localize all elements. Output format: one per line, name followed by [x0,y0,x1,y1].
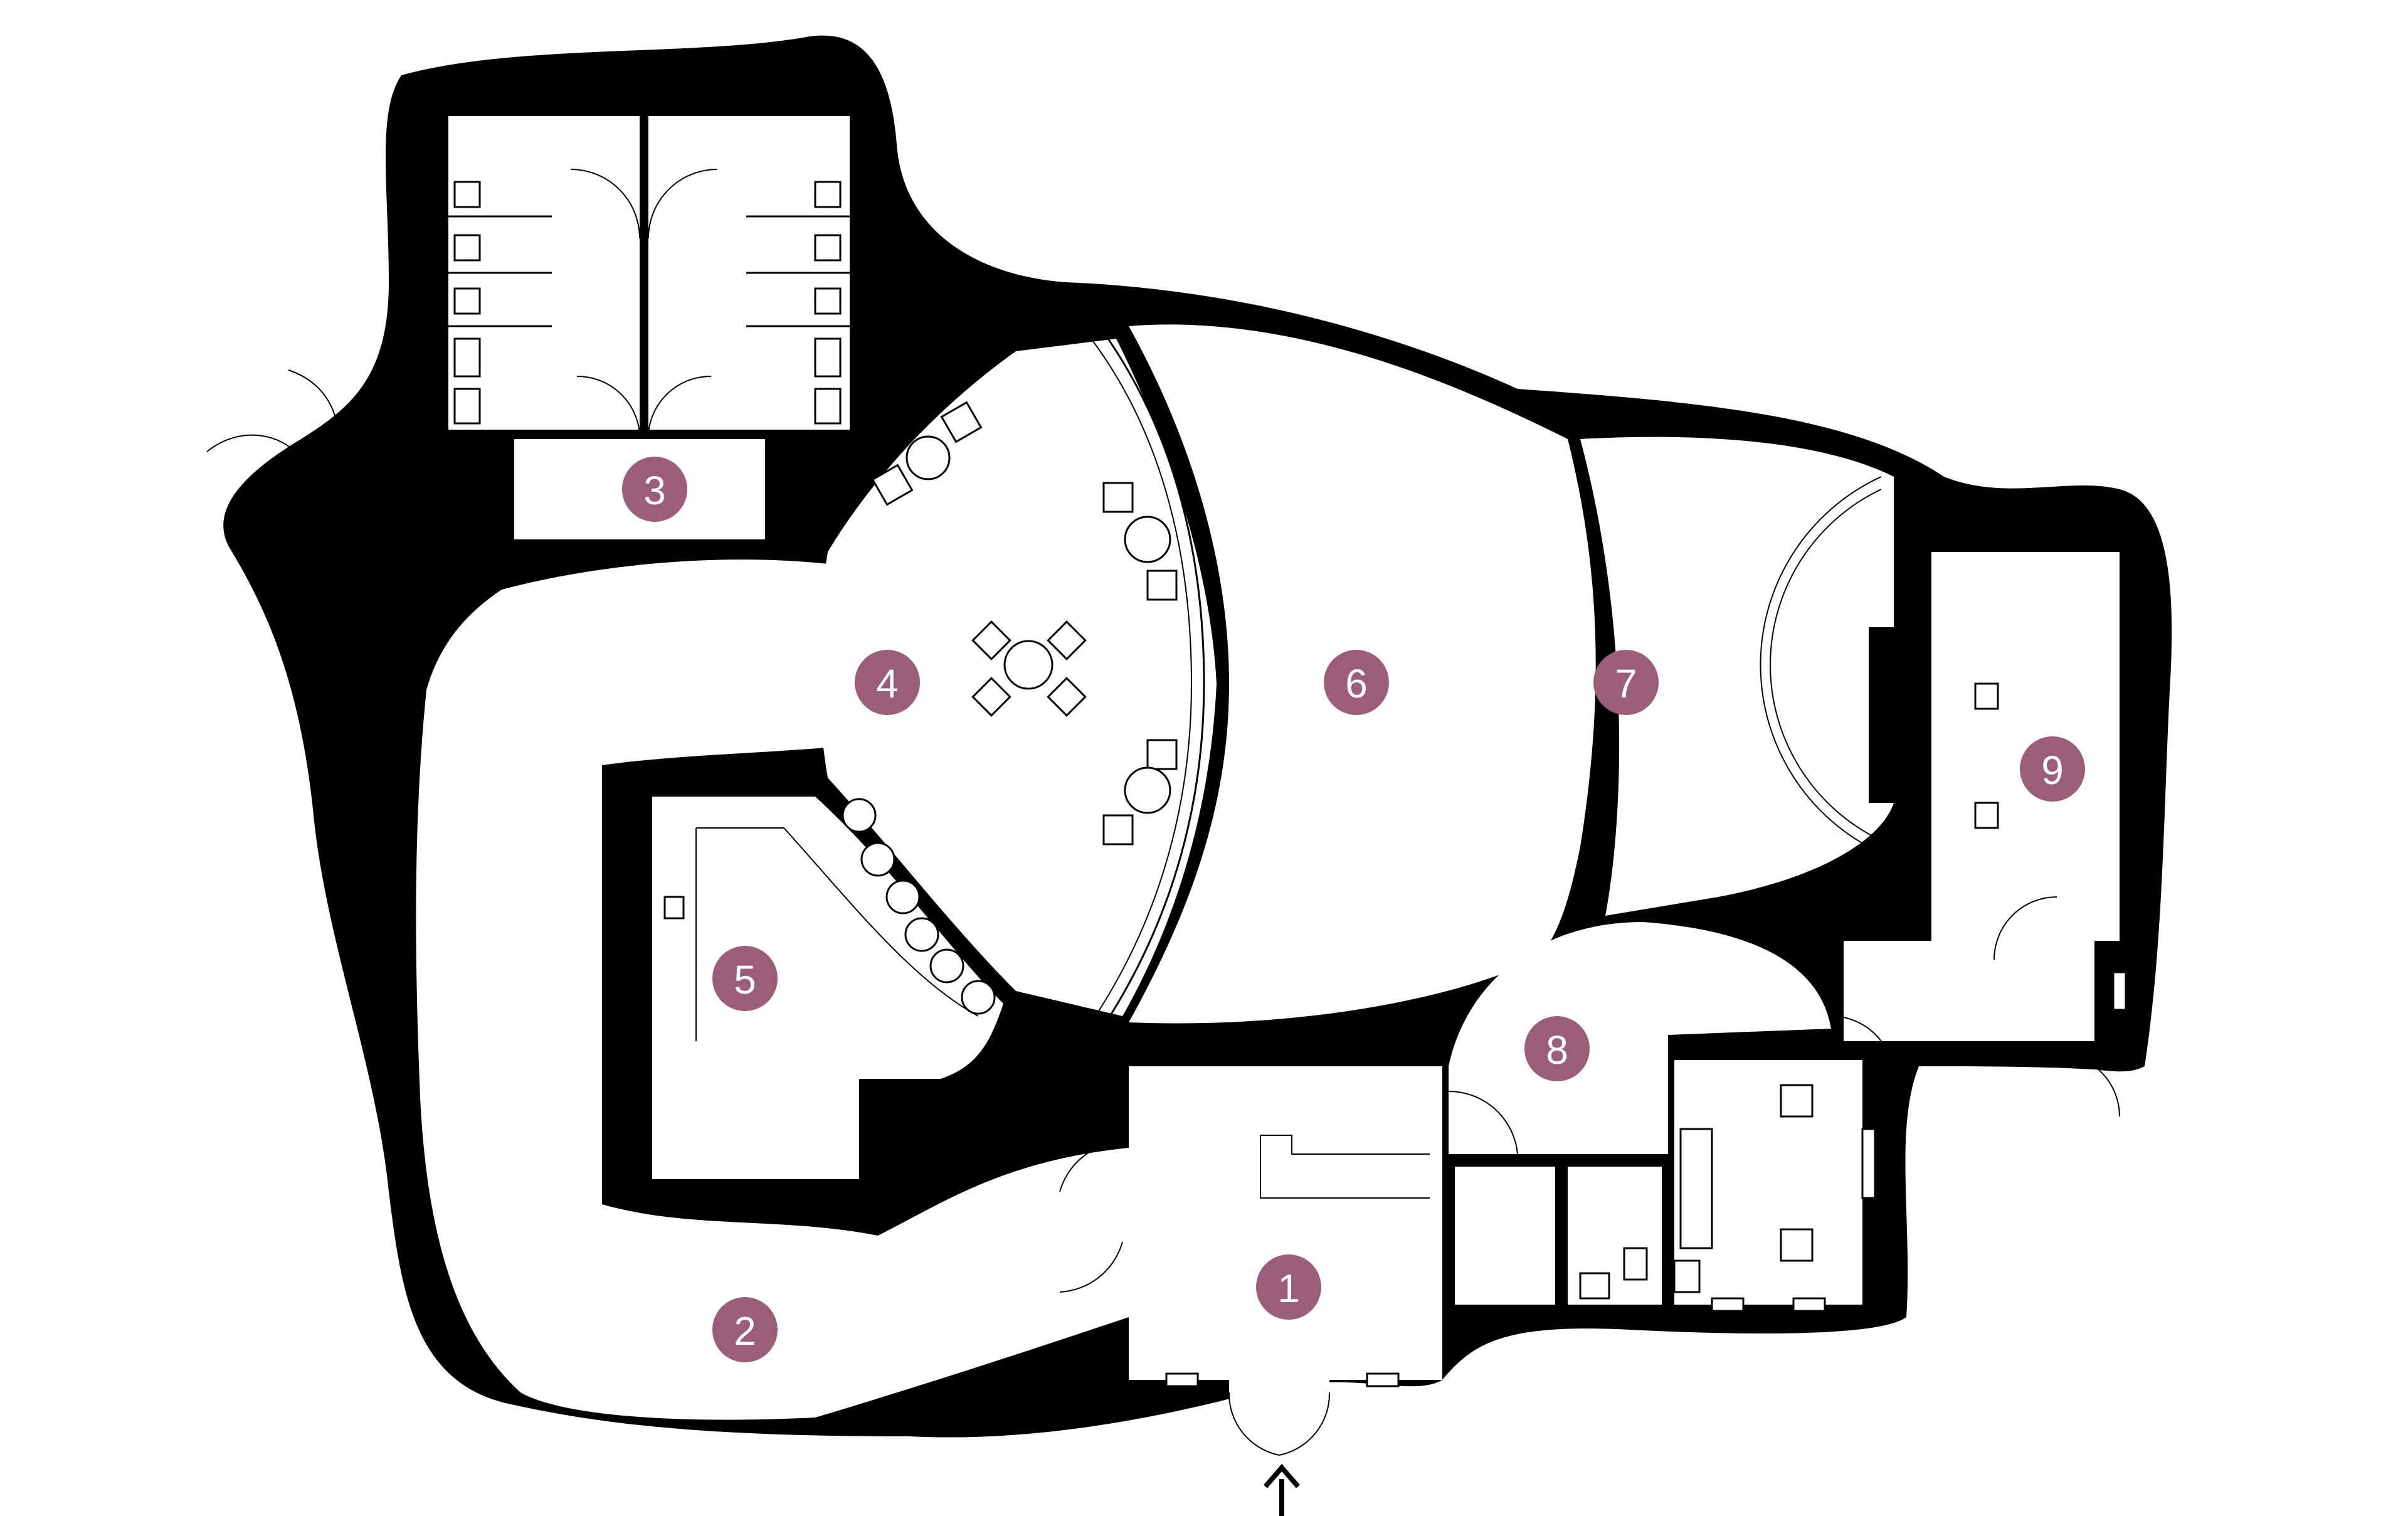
room-label: 5 [734,957,756,1002]
room-label: 3 [643,468,666,513]
window-bay [425,1298,521,1406]
room-marker-3: 3 [622,457,687,522]
entrance-door [1228,1392,1331,1456]
room-marker-7: 7 [1593,650,1659,715]
room-marker-9: 9 [2020,736,2085,802]
lounge-furniture [871,332,1205,1017]
vestibule-floor [1449,922,1831,1154]
side-door [206,369,339,452]
room-label: 8 [1546,1027,1568,1073]
wc-stalls-left [448,169,640,433]
gallery-floor [1580,437,1894,916]
bar-counter [663,798,996,1041]
room-marker-5: 5 [712,946,778,1011]
room-marker-8: 8 [1524,1016,1590,1081]
storage-floor [1455,1167,1555,1305]
wc-stalls-right [648,169,850,433]
room-label: 6 [1345,661,1368,706]
room-label: 2 [734,1308,756,1354]
bar-area-floor [652,797,1003,1179]
room-marker-4: 4 [855,650,920,715]
room-marker-1: 1 [1256,1254,1321,1320]
up-arrow-icon [1263,1463,1301,1516]
room-label: 4 [876,661,899,706]
corridor-floor [416,559,1129,1420]
room-label: 1 [1277,1266,1300,1311]
display-arc [1760,476,1882,854]
room-label: 9 [2041,748,2064,793]
room-label: 7 [1615,661,1637,706]
office-floor [1931,552,2120,941]
reception-counter [1260,1135,1430,1199]
room-marker-2: 2 [712,1297,778,1362]
reception-floor [1129,1066,1442,1380]
room-marker-6: 6 [1324,650,1389,715]
